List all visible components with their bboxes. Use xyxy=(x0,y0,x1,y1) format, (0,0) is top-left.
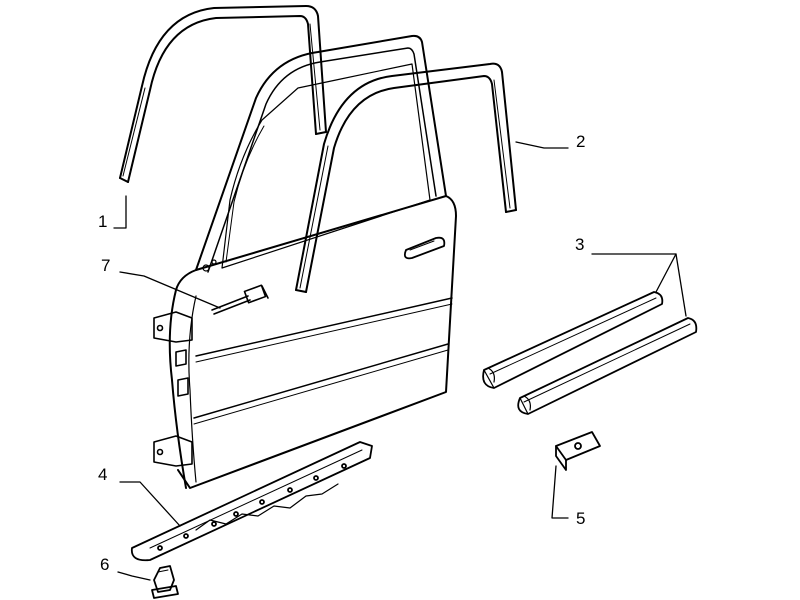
part-6-clip xyxy=(151,565,179,599)
callout-1: 1 xyxy=(98,212,108,231)
callout-6: 6 xyxy=(100,555,110,574)
part-2-window-seal xyxy=(295,62,517,293)
part-5-bracket xyxy=(555,431,601,471)
callout-2: 2 xyxy=(576,132,586,151)
door-hinges xyxy=(153,311,193,467)
callout-7: 7 xyxy=(101,256,111,275)
part-3-seal-strips xyxy=(482,291,698,415)
part-1-window-seal xyxy=(119,5,327,183)
callout-leaders xyxy=(113,141,687,581)
part-7-striker-pin xyxy=(211,284,269,315)
callout-3: 3 xyxy=(575,235,585,254)
door-shell xyxy=(168,34,457,489)
callout-4: 4 xyxy=(98,465,108,484)
part-4-sill-trim xyxy=(130,441,373,562)
callout-5: 5 xyxy=(576,509,586,528)
